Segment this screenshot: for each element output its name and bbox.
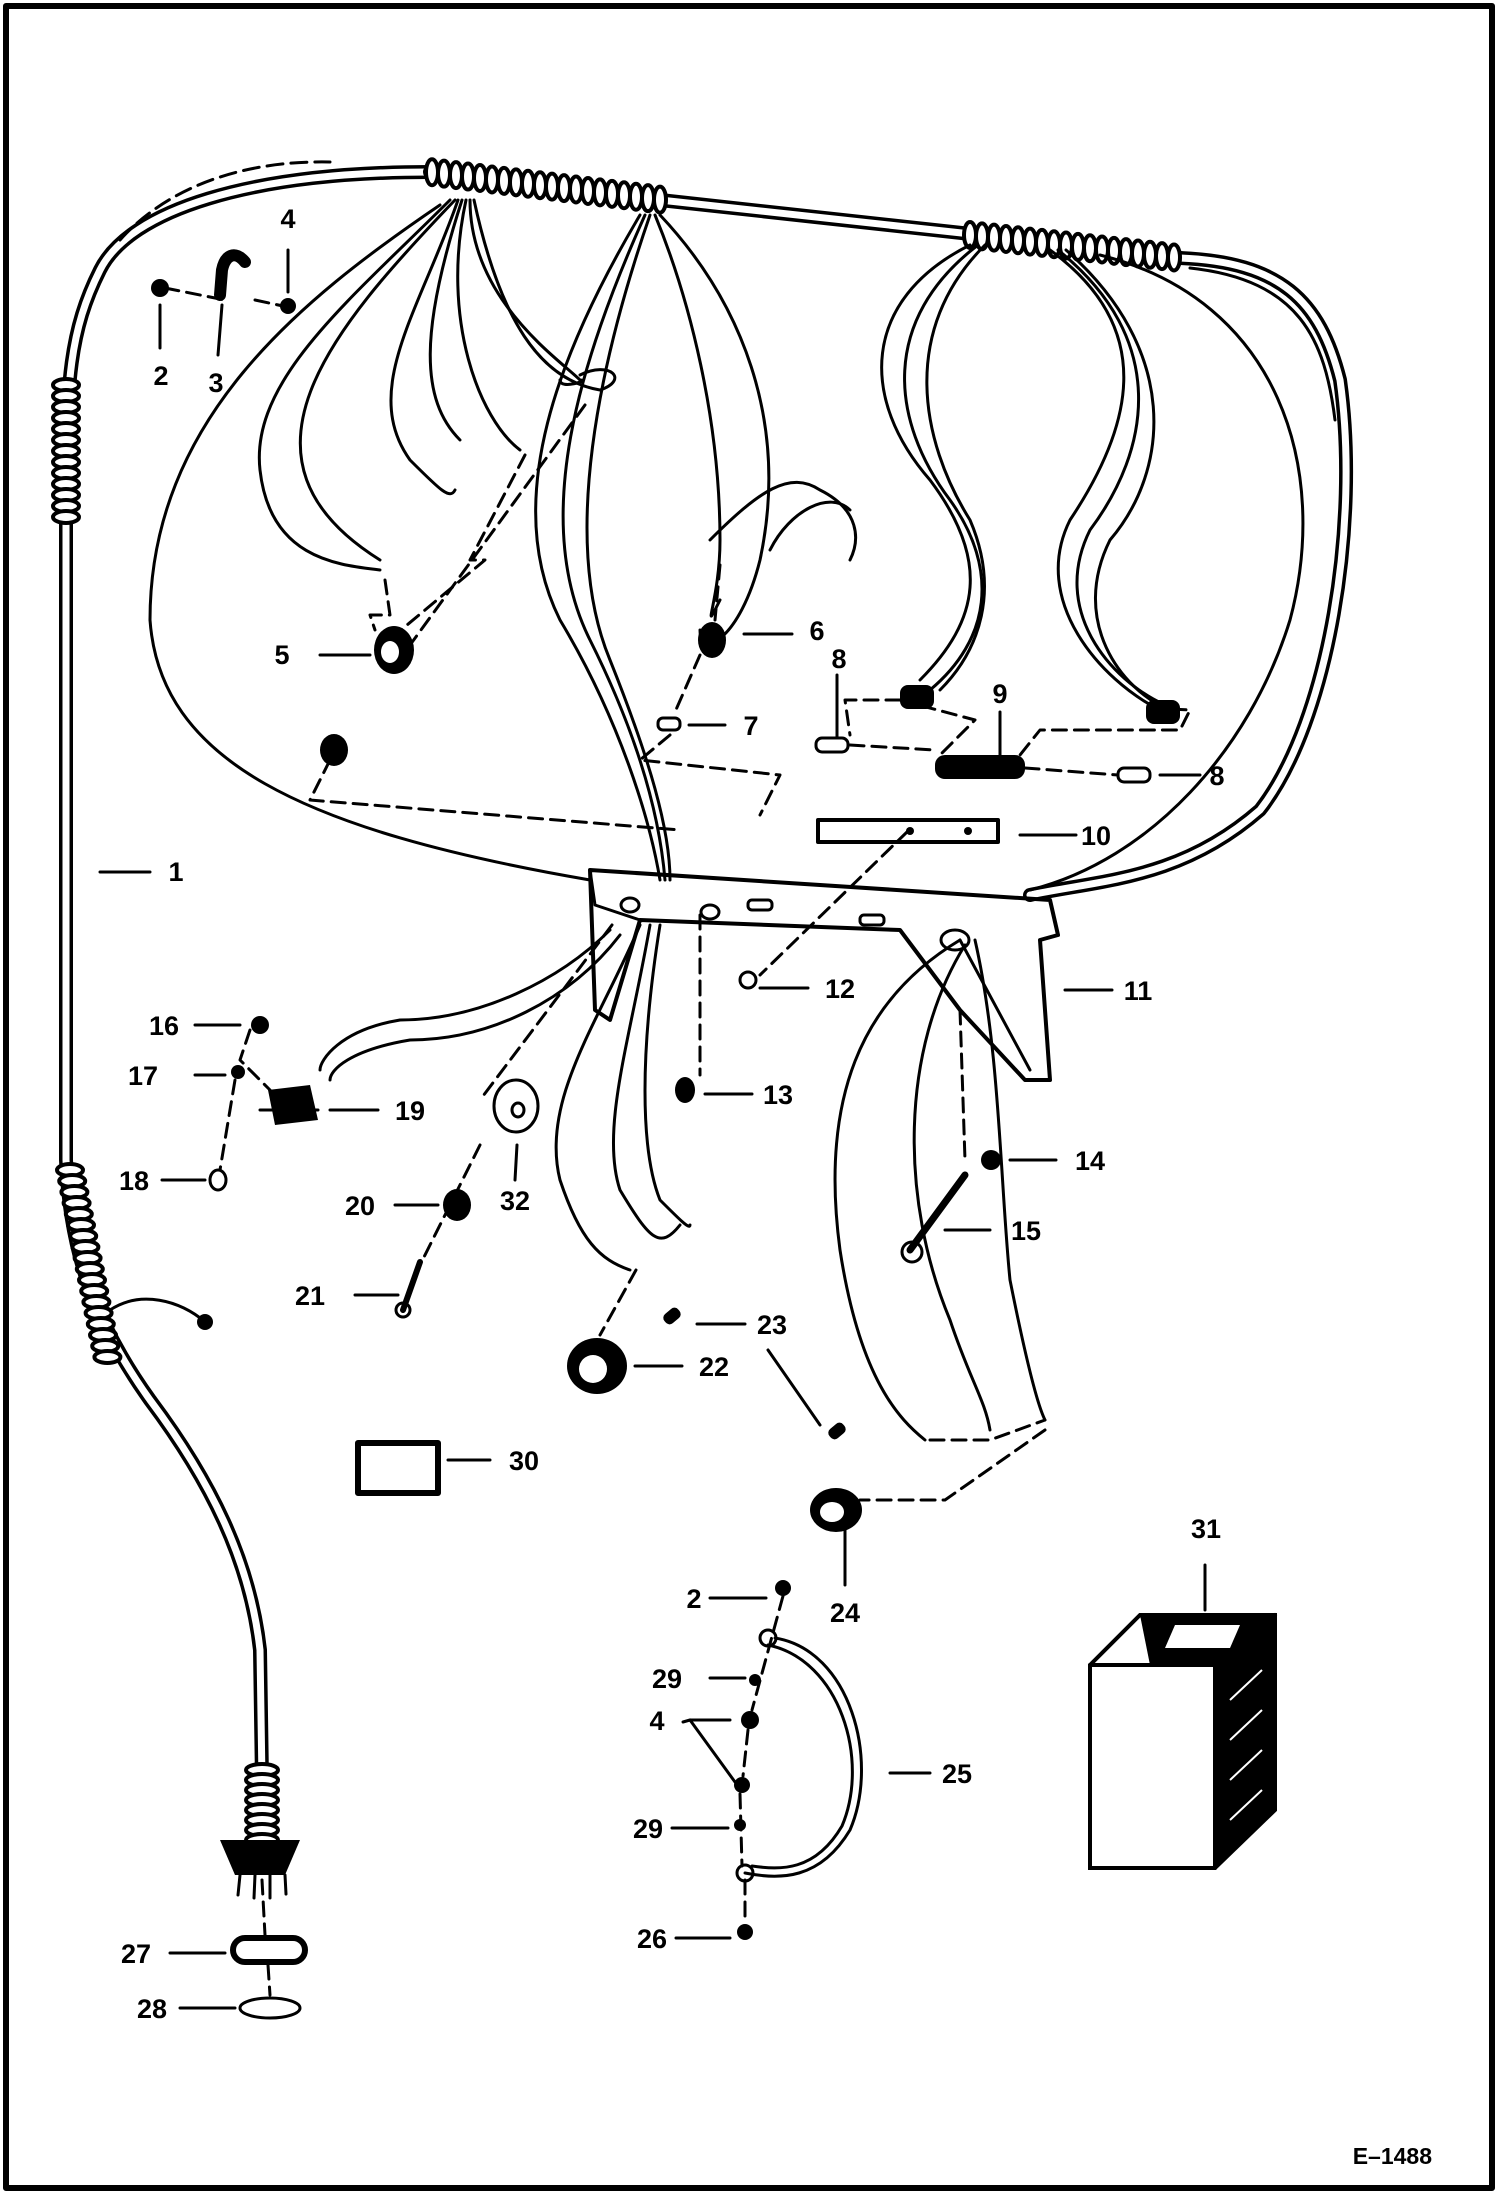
sleeve-ring	[652, 184, 668, 215]
page-border	[3, 3, 1495, 2191]
callout-26: 26	[637, 1924, 667, 1954]
callout-15: 15	[1011, 1216, 1041, 1246]
callout-20: 20	[345, 1191, 375, 1221]
callout-2: 2	[686, 1584, 701, 1614]
convoluted-sleeves	[51, 157, 1182, 1848]
callout-8: 8	[1209, 761, 1224, 791]
callout-32: 32	[500, 1186, 530, 1216]
assembly-lines	[163, 286, 1192, 1997]
callout-31: 31	[1191, 1514, 1221, 1544]
callout-23: 23	[757, 1310, 787, 1340]
callout-9: 9	[992, 679, 1007, 709]
callout-22: 22	[699, 1352, 729, 1382]
callout-1: 1	[168, 857, 183, 887]
sleeve-ring	[51, 509, 81, 525]
callout-2: 2	[153, 361, 168, 391]
sleeve-ring	[1166, 242, 1182, 273]
callout-29: 29	[633, 1814, 663, 1844]
figure-code: E–1488	[1353, 2143, 1433, 2169]
callout-19: 19	[395, 1096, 425, 1126]
callout-18: 18	[119, 1166, 149, 1196]
callout-4: 4	[649, 1706, 664, 1736]
callout-4: 4	[280, 204, 295, 234]
callout-11: 11	[1124, 976, 1153, 1006]
callout-21: 21	[295, 1281, 325, 1311]
callout-13: 13	[763, 1080, 793, 1110]
leader-lines	[98, 248, 1207, 2010]
callout-30: 30	[509, 1446, 539, 1476]
components	[108, 249, 1277, 2020]
callout-24: 24	[830, 1598, 860, 1628]
callout-3: 3	[208, 368, 223, 398]
callout-10: 10	[1081, 821, 1111, 851]
sleeve-ring	[92, 1349, 123, 1365]
callout-6: 6	[809, 616, 824, 646]
callout-5: 5	[274, 640, 289, 670]
callout-12: 12	[825, 974, 855, 1004]
callout-17: 17	[128, 1061, 158, 1091]
callout-16: 16	[149, 1011, 179, 1041]
mounting-bracket	[588, 868, 1060, 1082]
callout-28: 28	[137, 1994, 167, 2024]
callout-27: 27	[121, 1939, 151, 1969]
callout-8: 8	[831, 644, 846, 674]
callout-25: 25	[942, 1759, 972, 1789]
callout-29: 29	[652, 1664, 682, 1694]
callout-7: 7	[743, 711, 758, 741]
callout-14: 14	[1075, 1146, 1105, 1176]
